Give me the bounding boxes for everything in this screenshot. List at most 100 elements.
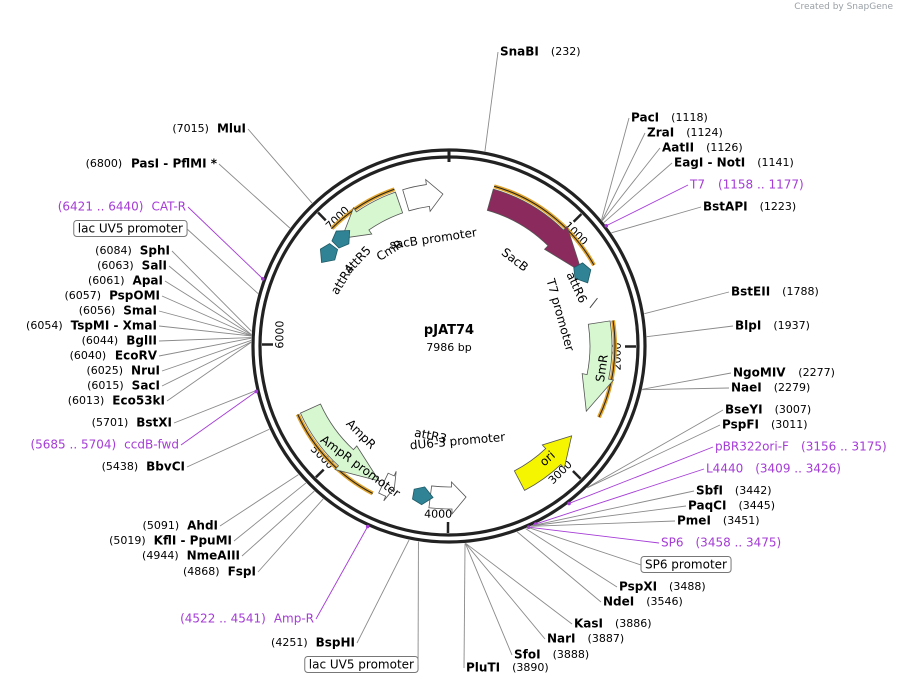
site-name: SfoI	[514, 648, 541, 662]
feature-attr6	[573, 262, 592, 284]
site-label: SbfI(3442)	[696, 484, 772, 498]
site-name: SmaI	[123, 304, 157, 318]
site-name: T7	[689, 178, 705, 192]
site-label: PaqCI(3445)	[688, 499, 775, 513]
site-label: ApaI (6061)	[88, 274, 163, 288]
tick-mark	[317, 211, 327, 222]
site-position: (1158 .. 1177)	[718, 178, 804, 192]
site-name: CAT-R	[151, 200, 186, 214]
site-position: (7015)	[172, 122, 209, 135]
feature-highlight-line	[493, 185, 595, 266]
primer-mark	[365, 524, 370, 529]
tick-mark	[572, 213, 583, 223]
site-position: (1788)	[782, 285, 819, 298]
feature-smr	[581, 320, 615, 413]
site-name: PmeI	[677, 514, 711, 528]
leader-line	[646, 325, 734, 338]
leader-line	[587, 409, 724, 488]
site-name: NruI	[131, 364, 160, 378]
leader-line	[164, 280, 252, 336]
site-position: (6057)	[64, 289, 101, 302]
site-position: (1223)	[760, 200, 797, 213]
leader-line	[606, 184, 689, 227]
feature-label: SmR	[593, 354, 611, 383]
site-label: pBR322ori-F(3156 .. 3175)	[715, 440, 887, 454]
feature-attr4	[319, 243, 339, 264]
site-label: NarI(3887)	[547, 632, 624, 646]
site-position: (3890)	[512, 661, 549, 674]
site-name: Amp-R	[274, 612, 314, 626]
site-name: BstXI	[136, 416, 172, 430]
leader-line	[315, 526, 369, 620]
leader-line	[356, 539, 410, 644]
leader-line	[528, 526, 660, 544]
site-name: Eco53kI	[112, 394, 165, 408]
site-position: (4522 .. 4541)	[180, 612, 266, 626]
leader-line	[587, 424, 721, 489]
site-name: PacI	[631, 111, 659, 125]
tick-mark	[314, 468, 325, 479]
feature-sacb-promoter	[402, 178, 444, 213]
site-position: (5091)	[143, 519, 180, 532]
leader-line	[219, 474, 299, 527]
site-position: (3546)	[646, 595, 683, 608]
site-position: (6421 .. 6440)	[58, 200, 144, 214]
site-position: (6800)	[86, 157, 123, 170]
leader-line	[171, 250, 252, 332]
site-label: NdeI(3546)	[603, 595, 683, 609]
feature-ampr	[299, 403, 381, 482]
feature-ampr-promoter	[378, 471, 397, 502]
leader-line	[601, 132, 646, 221]
primer-mark	[604, 223, 609, 228]
leader-line	[257, 498, 324, 573]
feature-label: SacB	[499, 245, 531, 274]
site-position: (4944)	[142, 549, 179, 562]
site-position: (6015)	[87, 379, 124, 392]
leader-line	[173, 390, 257, 424]
site-position: (1126)	[706, 141, 743, 154]
site-label: KasI(3886)	[574, 617, 652, 631]
site-label: BstAPI (1223)	[703, 200, 796, 214]
leader-line	[611, 206, 702, 234]
site-position: (6025)	[86, 364, 123, 377]
site-label: KflI - PpuMI(5019)	[109, 534, 232, 548]
site-label: BstEII(1788)	[731, 285, 819, 299]
site-position: (6061)	[88, 274, 125, 287]
site-label: PasI - PflMI * (6800)	[86, 157, 218, 171]
site-position: (2277)	[798, 366, 835, 379]
leader-line	[568, 446, 714, 504]
site-label: ccdB-fwd(5685 .. 5704)	[30, 438, 179, 452]
leader-line	[530, 520, 676, 527]
site-name: ZraI	[647, 126, 674, 140]
site-position: (3488)	[669, 580, 706, 593]
site-label: PmeI (3451)	[677, 514, 759, 528]
site-position: (3886)	[615, 617, 652, 630]
leader-line	[463, 543, 466, 669]
leader-line	[465, 542, 573, 625]
site-name: AatII	[662, 141, 694, 155]
leader-line	[218, 163, 291, 229]
site-label: BseYI(3007)	[725, 403, 811, 417]
site-name: BstAPI	[703, 200, 748, 214]
site-label: T7 (1158 .. 1177)	[689, 178, 804, 192]
site-position: (6054)	[26, 319, 63, 332]
feature-highlight-line	[598, 320, 616, 418]
leader-line	[531, 505, 687, 527]
leader-line	[247, 128, 313, 204]
site-name: ApaI	[133, 274, 163, 288]
site-label: BstXI(5701)	[92, 416, 172, 430]
leader-line	[158, 310, 252, 337]
site-position: (6040)	[70, 349, 107, 362]
site-label: FspI(4868)	[183, 565, 256, 579]
site-name: PspXI	[619, 580, 657, 594]
site-position: (3451)	[723, 514, 760, 527]
site-name: PasI - PflMI *	[131, 157, 218, 171]
site-position: (3007)	[775, 403, 812, 416]
site-name: FspI	[228, 565, 256, 579]
feature-du6-3-promoter	[428, 480, 467, 516]
leader-line	[603, 162, 673, 223]
site-label: SP6(3458 .. 3475)	[661, 536, 781, 550]
feature-callout: SP6 promoter	[645, 558, 727, 572]
leader-line	[168, 265, 252, 335]
